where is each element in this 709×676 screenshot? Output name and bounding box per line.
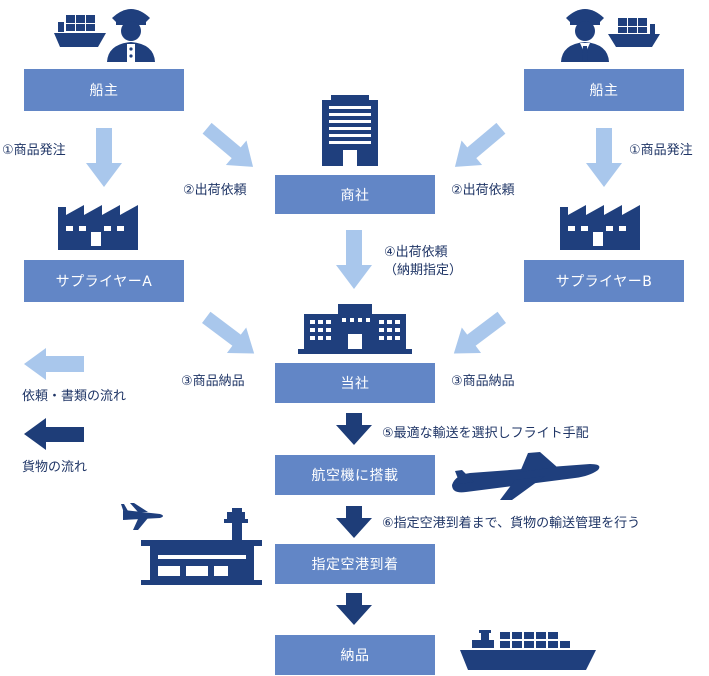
legend-cargo-arrow	[24, 418, 84, 450]
ship-icon	[54, 15, 106, 47]
arrow-arrival-to-delivery	[336, 593, 372, 625]
request-right-label: ②出荷依頼	[451, 183, 515, 198]
arrow-supplier-a-to-company	[202, 311, 255, 354]
arrow-loading-to-arrival	[336, 506, 372, 538]
goods-right-label: ③商品納品	[451, 374, 515, 389]
request-delivery-label-line2: （納期指定）	[384, 263, 463, 278]
arrow-owner-right-to-trading	[454, 122, 506, 167]
supplier-a-box: サプライヤーA	[24, 260, 184, 302]
loading-box: 航空機に搭載	[275, 455, 435, 495]
trading-company-box: 商社	[275, 175, 435, 214]
step5-label: ⑤最適な輸送を選択しフライト手配	[382, 426, 589, 441]
airplane-icon	[452, 452, 600, 500]
goods-left-label: ③商品納品	[181, 374, 245, 389]
arrow-company-to-loading	[336, 413, 372, 445]
company-building-icon	[298, 304, 412, 354]
legend-request-arrow	[24, 348, 84, 380]
supplier-b-box: サプライヤーB	[524, 260, 684, 302]
arrival-box: 指定空港到着	[275, 544, 435, 584]
arrow-supplier-b-to-company	[453, 311, 506, 354]
delivery-box: 納品	[275, 635, 435, 675]
captain-icon	[561, 9, 609, 62]
owner-left-box: 船主	[24, 69, 184, 111]
small-airplane-icon	[121, 503, 163, 530]
arrow-trading-to-company	[336, 230, 372, 289]
company-box: 当社	[275, 363, 435, 403]
airport-icon	[141, 508, 262, 585]
owner-right-box: 船主	[524, 69, 684, 111]
legend-cargo-label: 貨物の流れ	[22, 460, 88, 475]
factory-icon	[58, 205, 138, 250]
ship-icon	[608, 18, 660, 47]
office-building-icon	[322, 95, 378, 166]
arrow-owner-left-to-supplier-a	[86, 128, 122, 187]
arrow-owner-left-to-trading	[202, 122, 254, 167]
order-right-label: ①商品発注	[629, 143, 693, 158]
order-left-label: ①商品発注	[2, 143, 66, 158]
request-delivery-label-line1: ④出荷依頼	[384, 245, 448, 260]
arrow-owner-right-to-supplier-b	[586, 128, 622, 187]
request-left-label: ②出荷依頼	[183, 183, 247, 198]
step6-label: ⑥指定空港到着まで、貨物の輸送管理を行う	[382, 516, 641, 531]
factory-icon	[560, 205, 640, 250]
legend-request-label: 依頼・書類の流れ	[22, 389, 127, 404]
cargo-ship-icon	[460, 630, 596, 670]
captain-icon	[107, 9, 155, 62]
